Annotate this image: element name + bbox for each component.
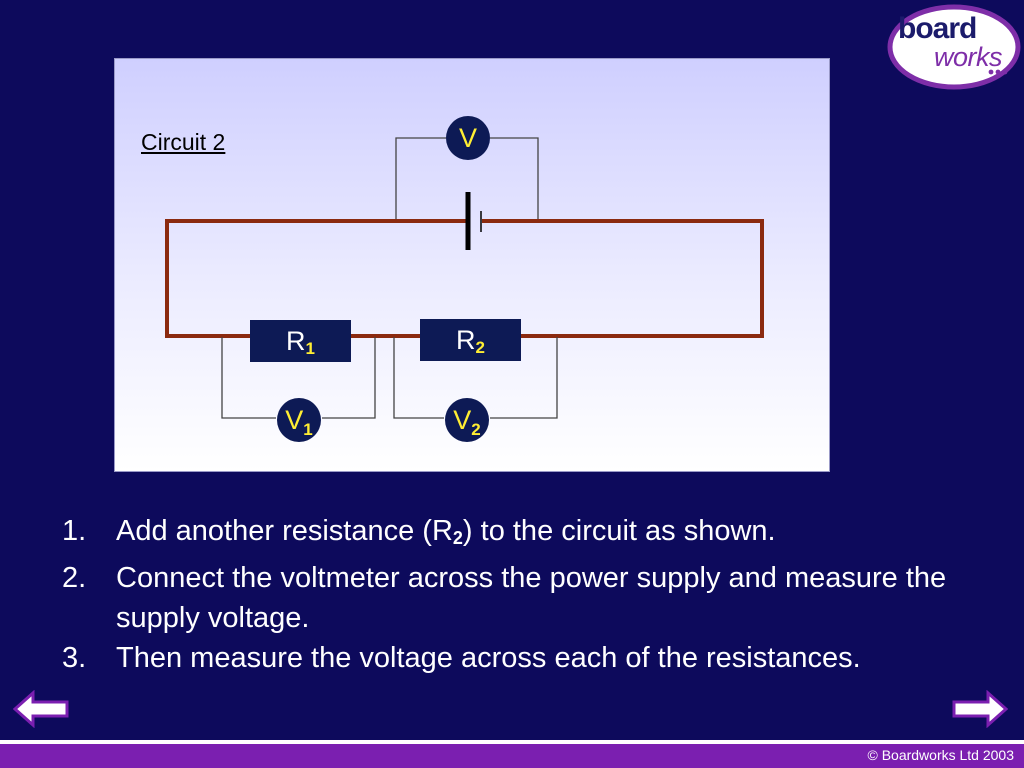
resistor-r2-label: R (456, 325, 476, 355)
supply-voltmeter-lead (395, 137, 446, 219)
voltmeter-v2: V2 (445, 398, 489, 442)
copyright-text: © Boardworks Ltd 2003 (867, 747, 1014, 763)
voltmeter-v2-subscript: 2 (471, 420, 481, 439)
supply-voltmeter-lead (490, 137, 539, 219)
voltmeter-v1: V1 (277, 398, 321, 442)
voltmeter1-lead (322, 337, 376, 419)
instruction-number: 1. (62, 515, 87, 547)
instruction-text-part: ) to the circuit as shown. (462, 515, 776, 547)
instruction-item: 1. Add another resistance (R2) to the ci… (62, 511, 1012, 558)
resistor-r2: R2 (420, 319, 521, 361)
instruction-subscript: 2 (452, 528, 463, 548)
voltmeter1-lead (221, 337, 276, 419)
resistor-r1: R1 (250, 320, 351, 362)
resistor-r2-subscript: 2 (475, 338, 485, 357)
voltmeter2-lead (490, 337, 558, 419)
supply-voltmeter: V (446, 116, 490, 160)
instruction-item: 3. Then measure the voltage across each … (62, 638, 1012, 678)
footer-bar: © Boardworks Ltd 2003 (0, 744, 1024, 768)
supply-voltmeter-label: V (458, 123, 477, 153)
back-arrow-icon[interactable] (13, 690, 69, 728)
instruction-text: Connect the voltmeter across the power s… (116, 562, 947, 634)
circuit-title: Circuit 2 (141, 129, 226, 155)
main-wire-top-right (482, 219, 764, 338)
instruction-text: Add another resistance (R2) to the circu… (116, 511, 1012, 558)
voltmeter2-lead (393, 337, 444, 419)
instruction-item: 2. Connect the voltmeter across the powe… (62, 558, 1012, 638)
instruction-number: 2. (62, 562, 87, 594)
instruction-list: 1. Add another resistance (R2) to the ci… (62, 511, 1012, 678)
main-wire-top-left (165, 219, 466, 338)
voltmeter-v1-subscript: 1 (303, 420, 313, 439)
instruction-text-part: Add another resistance (R (116, 515, 453, 547)
footer-divider (0, 740, 1024, 744)
instruction-number: 3. (62, 642, 87, 674)
forward-arrow-icon[interactable] (952, 690, 1008, 728)
resistor-r1-subscript: 1 (305, 339, 315, 358)
instruction-text: Then measure the voltage across each of … (116, 642, 861, 674)
voltmeter-v2-label: V (453, 405, 472, 435)
voltmeter-v1-label: V (285, 405, 304, 435)
resistor-r1-label: R (286, 326, 306, 356)
